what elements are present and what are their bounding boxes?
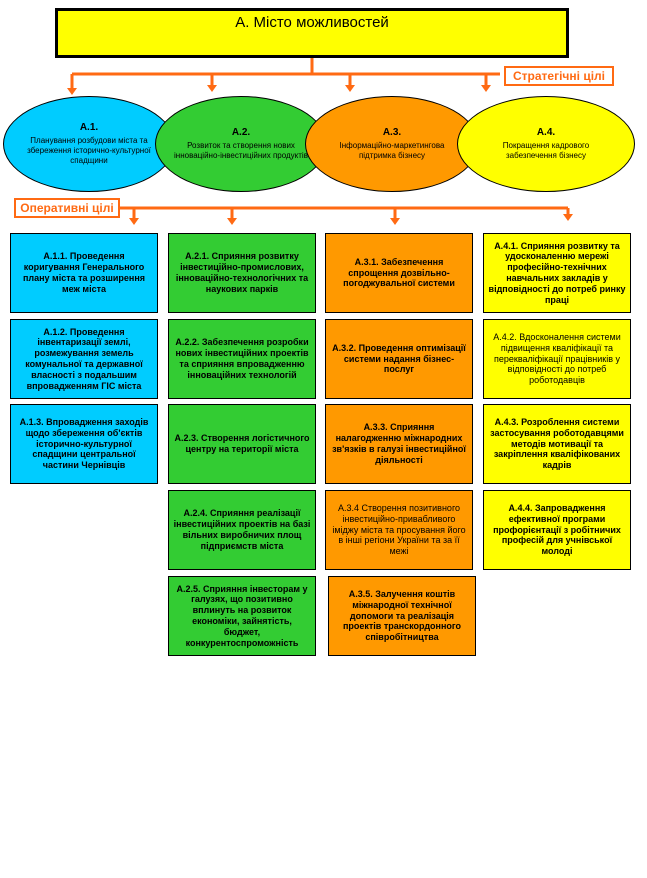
strategic-goal-a2: А.2. Розвиток та створення нових інновац… [155,96,327,192]
goal-a3-5: А.3.5. Залучення коштів міжнародної техн… [328,576,476,656]
goal-a4-3: А.4.3. Розроблення системи застосування … [483,404,631,484]
operative-goals-label: Оперативні цілі [14,198,120,218]
goal-a3-3: А.3.3. Сприяння налагодженню міжнародних… [325,404,473,484]
goal-a2-2: А.2.2. Забезпечення розробки нових інвес… [168,319,316,399]
strategic-goal-a3: А.3. Інформаційно-маркетингова підтримка… [305,96,479,192]
goal-a2-1: А.2.1. Сприяння розвитку інвестиційно-пр… [168,233,316,313]
goal-a1-3: А.1.3. Впровадження заходів щодо збереже… [10,404,158,484]
strategic-goal-a1: А.1. Планування розбудови міста та збере… [3,96,175,192]
goal-a3-2: А.3.2. Проведення оптимізації системи на… [325,319,473,399]
goal-a4-4: А.4.4. Запровадження ефективної програми… [483,490,631,570]
strategic-goal-a4: А.4. Покращення кадрового забезпечення б… [457,96,635,192]
goal-a3-1: А.3.1. Забезпечення спрощення дозвільно-… [325,233,473,313]
goal-a4-1: А.4.1. Сприяння розвитку та удосконаленн… [483,233,631,313]
goal-a4-2: А.4.2. Вдосконалення системи підвищення … [483,319,631,399]
goal-a1-1: А.1.1. Проведення коригування Генерально… [10,233,158,313]
goal-a2-3: А.2.3. Створення логістичного центру на … [168,404,316,484]
goal-a1-2: А.1.2. Проведення інвентаризації землі, … [10,319,158,399]
goal-a2-4: А.2.4. Сприяння реалізації інвестиційних… [168,490,316,570]
goal-a2-5: А.2.5. Сприяння інвесторам у галузях, що… [168,576,316,656]
strategic-goals-label: Стратегічні цілі [504,66,614,86]
goal-a3-4: А.3.4 Створення позитивного інвестиційно… [325,490,473,570]
main-title: А. Місто можливостей [55,8,569,58]
